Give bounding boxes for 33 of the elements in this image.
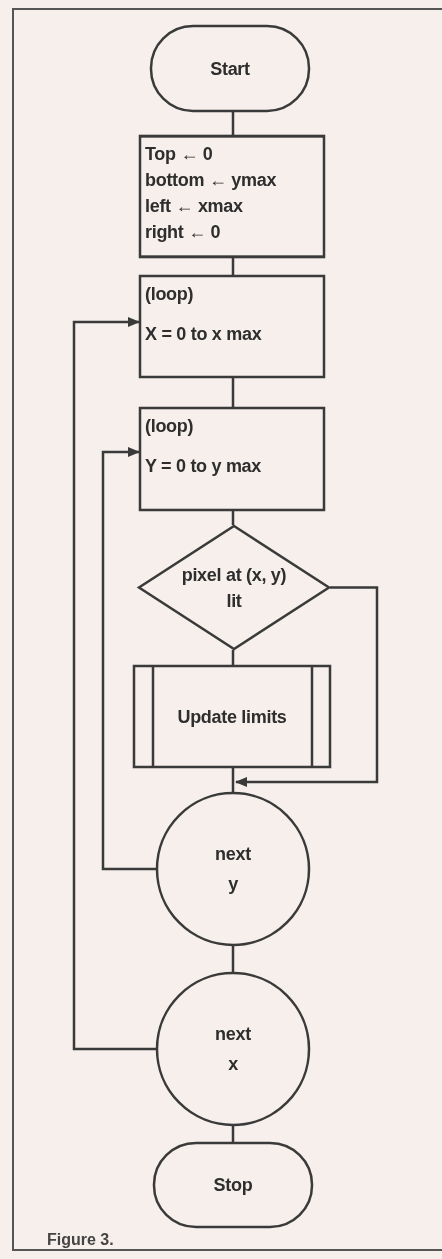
connector-line [231, 946, 235, 972]
connector-line [231, 768, 235, 792]
connector-line [231, 378, 235, 407]
loop-box [139, 407, 325, 511]
decision-diamond [138, 525, 330, 650]
process-box [139, 135, 325, 258]
node-text: Start [210, 57, 250, 81]
loop-box [139, 275, 325, 378]
arrow [72, 317, 156, 1051]
connector-line [231, 511, 235, 525]
node-text: (loop) [145, 283, 194, 306]
arrow [101, 447, 156, 871]
node-text: right ← 0 [145, 221, 221, 244]
node-text: left ← xmax [145, 195, 243, 218]
connector-line [231, 650, 235, 665]
node-text: pixel at (x, y) lit [180, 563, 288, 613]
connector-line [231, 1126, 235, 1142]
connector-line [231, 112, 235, 135]
node-text: (loop) [145, 415, 194, 438]
node-text: next x [214, 1023, 252, 1076]
node-text: Update limits [177, 705, 287, 729]
connector-line [231, 258, 235, 275]
subprocess-box [133, 665, 331, 768]
figure-caption: Figure 3. [47, 1230, 114, 1250]
node-text: Y = 0 to y max [145, 455, 262, 478]
node-text: Top ← 0 [145, 143, 213, 166]
arrow [234, 586, 379, 787]
connector-circle [156, 792, 310, 946]
node-text: next y [214, 843, 252, 896]
node-text: X = 0 to x max [145, 323, 262, 346]
node-text: bottom ← ymax [145, 169, 277, 192]
node-text: Stop [213, 1174, 253, 1197]
connector-circle [156, 972, 310, 1126]
